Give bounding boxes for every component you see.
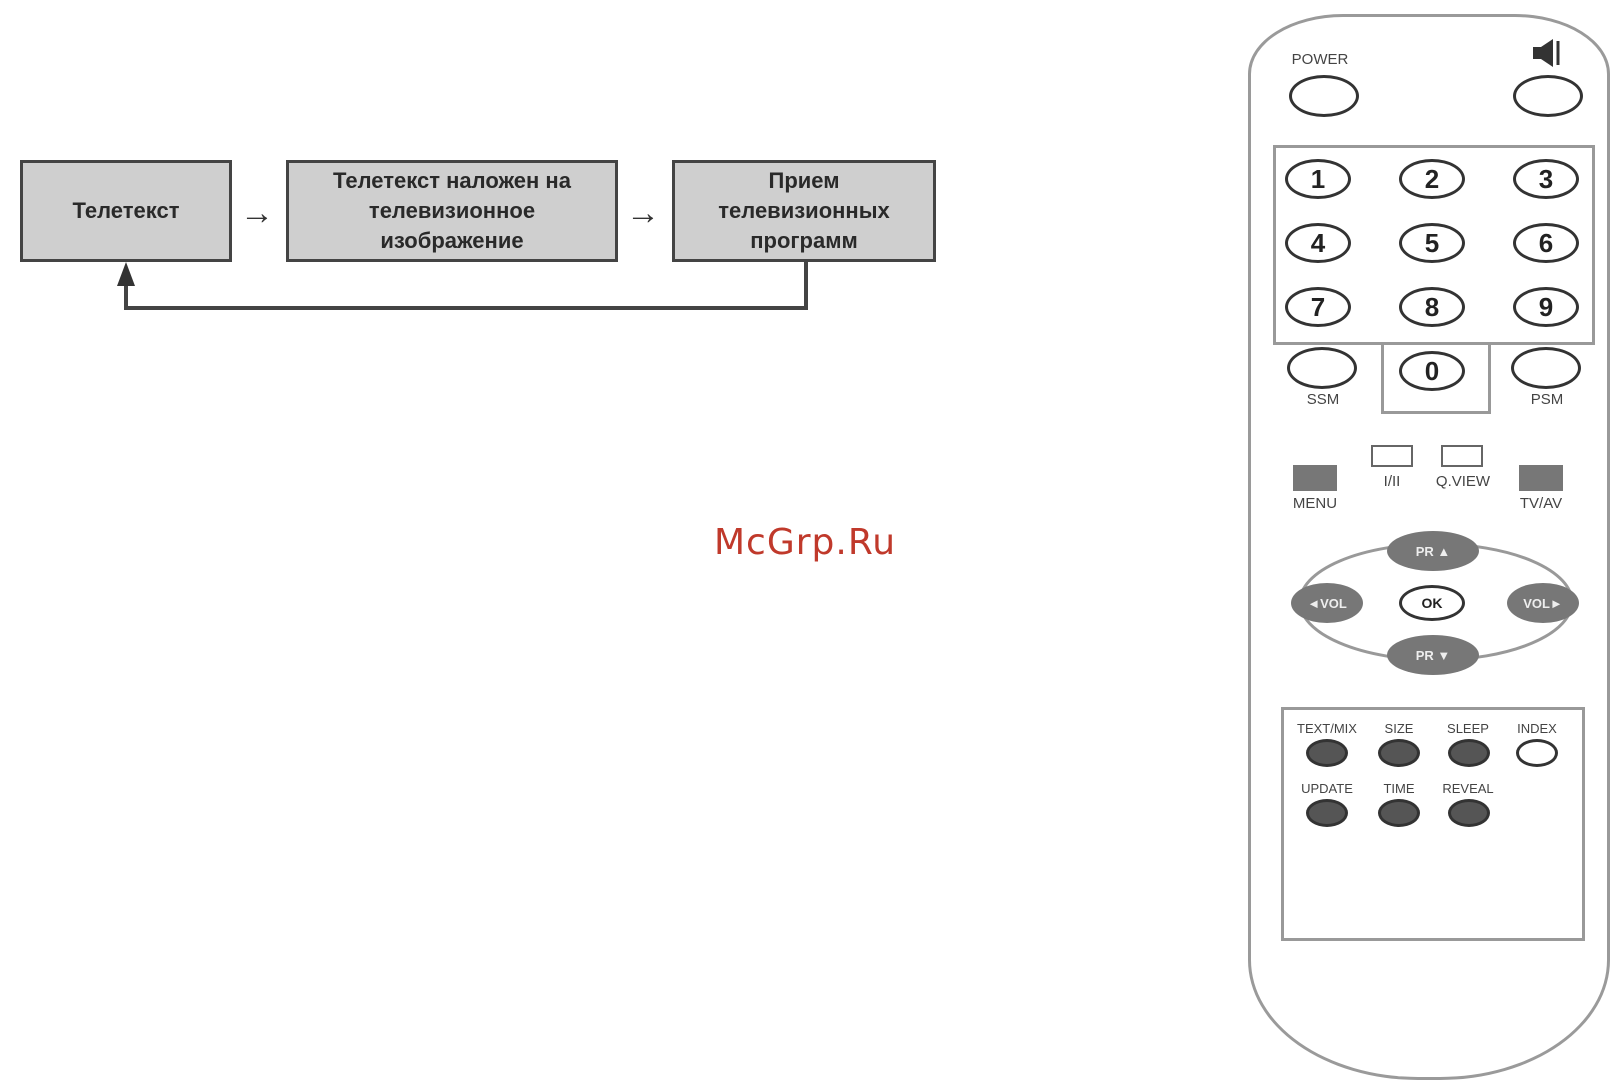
menu-label: MENU	[1281, 495, 1349, 512]
power-button[interactable]	[1289, 75, 1359, 117]
mute-button[interactable]	[1513, 75, 1583, 117]
index-button[interactable]	[1516, 739, 1558, 767]
watermark: McGrp.Ru	[714, 522, 896, 563]
size-label: SIZE	[1369, 721, 1429, 736]
psm-label: PSM	[1517, 391, 1577, 408]
digit-button-5[interactable]: 5	[1399, 223, 1465, 263]
time-button[interactable]	[1378, 799, 1420, 827]
digit-button-2[interactable]: 2	[1399, 159, 1465, 199]
update-button[interactable]	[1306, 799, 1348, 827]
psm-button[interactable]	[1511, 347, 1581, 389]
digit-button-1[interactable]: 1	[1285, 159, 1351, 199]
program-down-button[interactable]: PR ▼	[1387, 635, 1479, 675]
digit-button-0[interactable]: 0	[1399, 351, 1465, 391]
digit-button-8[interactable]: 8	[1399, 287, 1465, 327]
feedback-arrowhead	[117, 262, 135, 286]
qview-label: Q.VIEW	[1429, 473, 1497, 490]
flow-arrow-2: →	[626, 196, 660, 230]
ok-button[interactable]: OK	[1399, 585, 1465, 621]
menu-button[interactable]	[1293, 465, 1337, 491]
remote-control: POWER 1 2 3 4 5 6 7 8 9 0 SSM PSM MENU I…	[1248, 14, 1610, 1080]
sleep-label: SLEEP	[1433, 721, 1503, 736]
reveal-label: REVEAL	[1433, 781, 1503, 796]
flow-box-overlay: Телетекст наложен на телевизионное изобр…	[286, 160, 618, 262]
flow-box-overlay-label: Телетекст наложен на телевизионное изобр…	[295, 166, 609, 256]
tvav-label: TV/AV	[1507, 495, 1575, 512]
digit-button-6[interactable]: 6	[1513, 223, 1579, 263]
update-label: UPDATE	[1289, 781, 1365, 796]
power-label: POWER	[1285, 51, 1355, 68]
feedback-line	[126, 262, 806, 308]
speaker-mute-icon	[1531, 37, 1571, 69]
digit-button-3[interactable]: 3	[1513, 159, 1579, 199]
tvav-button[interactable]	[1519, 465, 1563, 491]
reveal-button[interactable]	[1448, 799, 1490, 827]
i-ii-label: I/II	[1367, 473, 1417, 490]
sleep-button[interactable]	[1448, 739, 1490, 767]
volume-up-button[interactable]: VOL►	[1507, 583, 1579, 623]
i-ii-button[interactable]	[1371, 445, 1413, 467]
digit-button-9[interactable]: 9	[1513, 287, 1579, 327]
index-label: INDEX	[1505, 721, 1569, 736]
flow-arrow-1: →	[240, 196, 274, 230]
flow-box-tv-reception: Прием телевизионных программ	[672, 160, 936, 262]
time-label: TIME	[1369, 781, 1429, 796]
ssm-label: SSM	[1293, 391, 1353, 408]
digit-button-4[interactable]: 4	[1285, 223, 1351, 263]
qview-button[interactable]	[1441, 445, 1483, 467]
size-button[interactable]	[1378, 739, 1420, 767]
digit-button-7[interactable]: 7	[1285, 287, 1351, 327]
program-up-button[interactable]: PR ▲	[1387, 531, 1479, 571]
text-mix-label: TEXT/MIX	[1289, 721, 1365, 736]
ssm-button[interactable]	[1287, 347, 1357, 389]
flow-box-teletext: Телетекст	[20, 160, 232, 262]
flow-box-teletext-label: Телетекст	[73, 196, 180, 226]
flow-box-tv-reception-label: Прием телевизионных программ	[681, 166, 927, 256]
volume-down-button[interactable]: ◄VOL	[1291, 583, 1363, 623]
text-mix-button[interactable]	[1306, 739, 1348, 767]
